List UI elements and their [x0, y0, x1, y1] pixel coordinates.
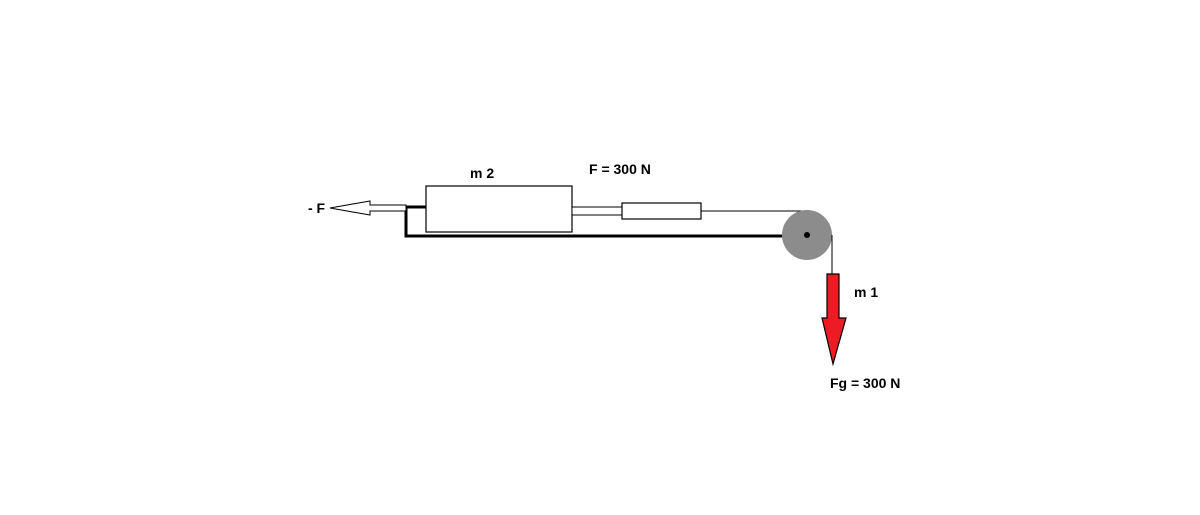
label-force: F = 300 N — [589, 161, 651, 177]
red-arrow-down-icon — [821, 273, 847, 367]
label-mass1: m 1 — [854, 284, 878, 300]
label-gravity: Fg = 300 N — [830, 375, 900, 391]
mass2-block — [425, 185, 573, 233]
rod-connector — [571, 206, 623, 216]
pulley-axle — [804, 232, 810, 238]
force-meter — [621, 202, 702, 220]
label-neg-force: - F — [308, 200, 326, 216]
label-mass2: m 2 — [470, 165, 494, 181]
hollow-arrow-left-icon — [329, 200, 407, 216]
